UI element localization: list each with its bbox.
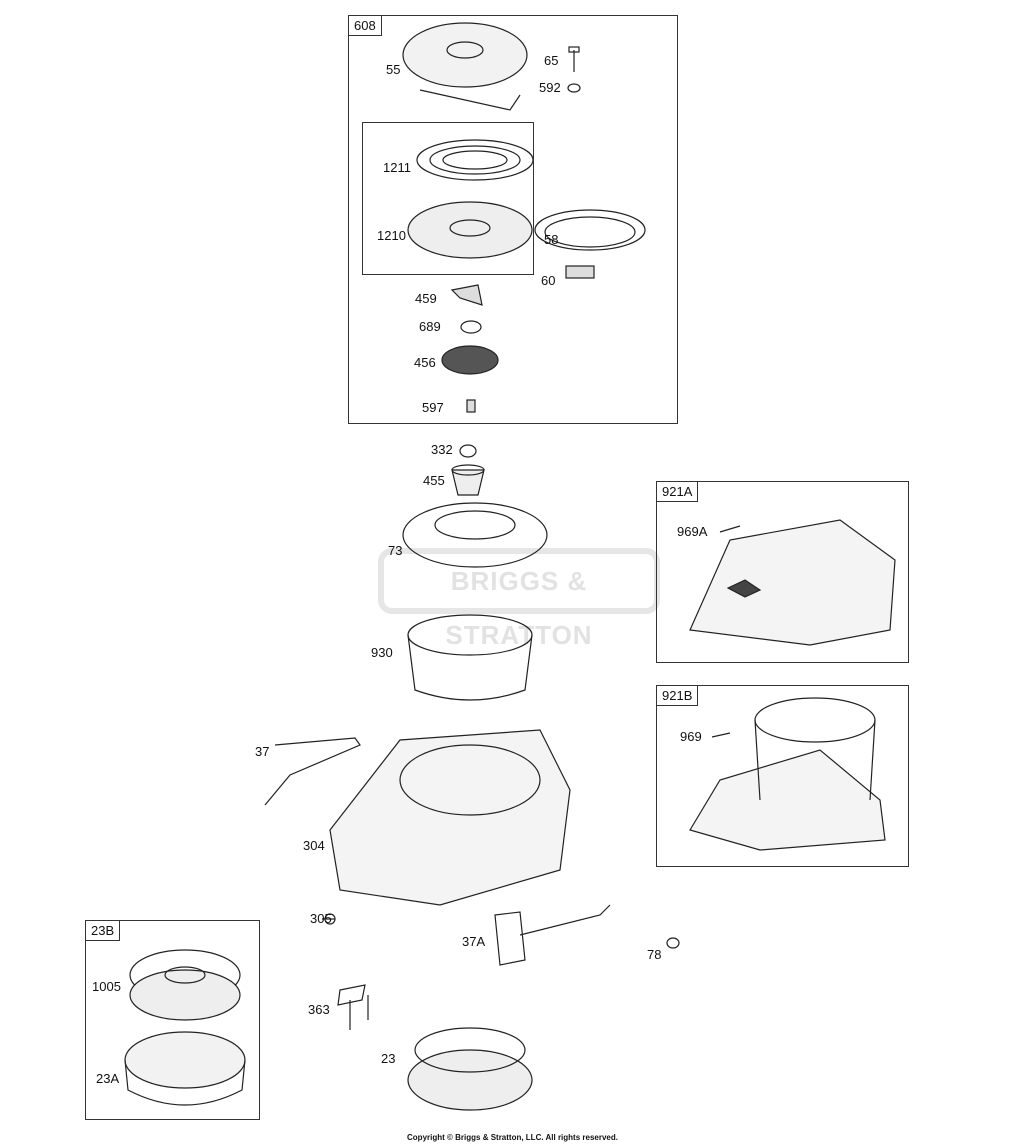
group-921A-tag: 921A [656,481,699,502]
part-37-bracket [264,737,361,806]
copyright-notice: Copyright © Briggs & Stratton, LLC. All … [407,1133,618,1142]
part-78-screw [666,937,680,949]
label-55: 55 [386,62,401,77]
part-597-screw [466,399,476,413]
part-305-screw [322,913,336,925]
label-456: 456 [414,355,436,370]
label-332: 332 [431,442,453,457]
part-55-housing [402,22,528,111]
label-65: 65 [544,53,559,68]
label-73: 73 [388,543,403,558]
label-1210: 1210 [377,228,406,243]
part-60-handle [565,265,595,279]
group-23B-box: 23B [85,920,260,1120]
part-456-cam [441,345,499,375]
label-78: 78 [647,947,662,962]
label-969A: 969A [677,524,708,539]
label-592: 592 [539,80,561,95]
group-921B-tag: 921B [656,685,699,706]
group-23B-tag: 23B [85,920,121,941]
label-305: 305 [310,911,332,926]
watermark-logo: BRIGGS & STRATTON [378,548,660,650]
label-304: 304 [303,838,325,853]
label-1005: 1005 [92,979,121,994]
part-73-screen [402,502,548,568]
part-23A-flywheel [124,1031,246,1106]
label-930: 930 [371,645,393,660]
part-455-cup [451,464,485,496]
label-459: 459 [415,291,437,306]
label-60: 60 [541,273,556,288]
part-304-blower-housing [329,729,571,906]
part-363-clamp [337,984,369,1030]
group-921B-box: 921B [656,685,909,867]
part-921A-shroud [689,519,896,646]
group-608-tag: 608 [348,15,382,36]
label-1211: 1211 [383,160,411,175]
label-969: 969 [680,729,702,744]
label-23: 23 [381,1051,396,1066]
part-1210-pulley [407,201,533,259]
part-689-ring [460,320,482,334]
label-455: 455 [423,473,445,488]
part-1005-fan [129,949,241,1021]
part-58-rope [534,209,646,251]
group-921A-box: 921A [656,481,909,663]
label-597: 597 [422,400,444,415]
part-930-guard [407,614,533,701]
group-608-box: 608 [348,15,678,424]
part-23-flywheel [407,1027,533,1111]
part-969-bolt [711,732,731,738]
part-921B-shroud [689,697,886,851]
label-37: 37 [255,744,270,759]
label-37A: 37A [462,934,486,949]
part-459-pawl [450,284,483,306]
label-689: 689 [419,319,441,334]
label-58: 58 [544,232,559,247]
group-1210-1211-box [362,122,534,275]
label-363: 363 [308,1002,330,1017]
part-592-nut [567,83,581,93]
part-65-bolt [568,46,580,72]
part-332-nut [459,444,477,458]
part-37A-bracket [494,904,611,966]
label-23A: 23A [96,1071,120,1086]
part-969A-bolt [719,525,741,533]
